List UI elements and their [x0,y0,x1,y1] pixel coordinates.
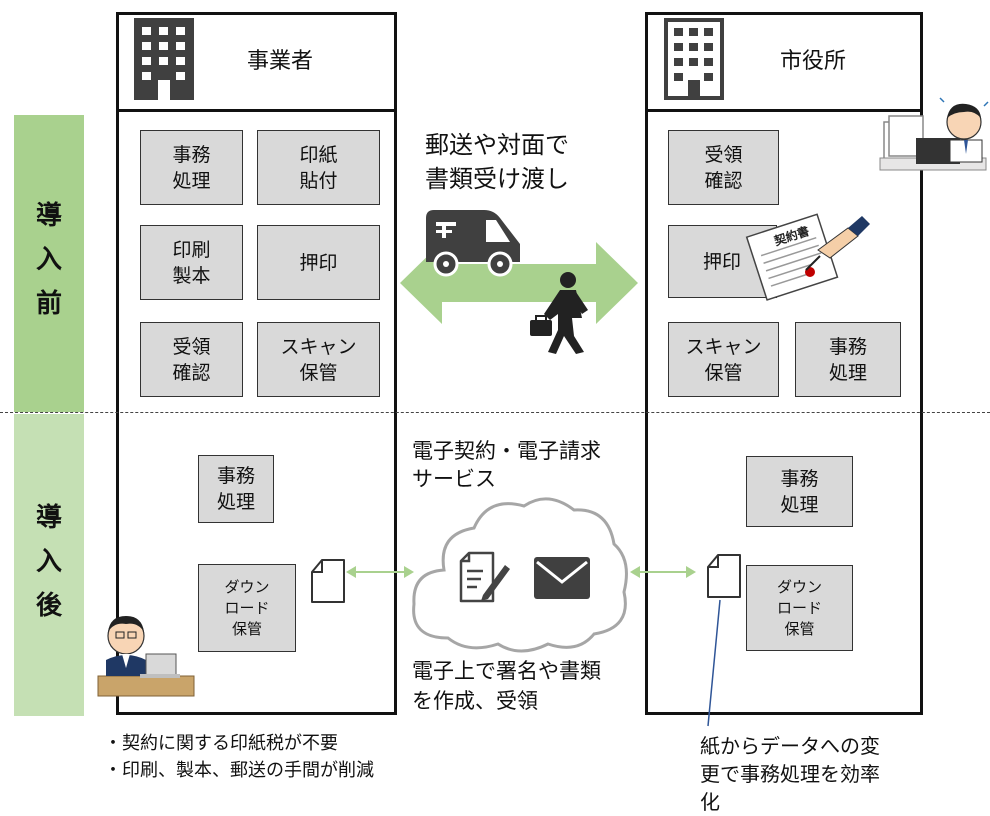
business-task-seal: 押印 [257,225,380,300]
document-icon [311,559,345,603]
pen-document-icon [459,551,510,603]
after-band [14,414,84,716]
city-column [645,12,923,715]
business-title: 事業者 [247,49,314,74]
city-task-office-work: 事務 処理 [795,322,901,397]
phase-label-after: 導入後 [35,503,62,621]
efficiency-note: 紙からデータへの変 更で事務処理を効率 化 [700,734,880,814]
business-header [119,15,394,112]
truck-icon [426,210,520,277]
envelope-icon [534,557,590,599]
right-connector-arrow [630,566,696,578]
phase-label-before: 導入前 [35,201,62,319]
worker-at-laptop-icon [97,616,195,697]
service-label: 電子契約・電子請求 サービス [412,439,601,491]
document-icon [707,554,741,598]
business-column [116,12,397,715]
business-task-scan-store: スキャン 保管 [257,322,380,397]
left-connector-arrow [346,566,414,578]
business-after-download-store: ダウン ロード 保管 [198,564,296,652]
business-task-office-work: 事務 処理 [140,130,243,205]
building-icon [664,18,724,100]
benefit-printing-reduced: ・印刷、製本、郵送の手間が削減 [104,760,374,781]
building-icon [134,18,194,100]
walking-businessman-icon [530,272,588,354]
business-task-print-bind: 印刷 製本 [140,225,243,300]
city-header [648,15,920,112]
exchange-label: 郵送や対面で 書類受け渡し [425,131,569,193]
double-arrow [400,242,638,324]
cloud-caption: 電子上で署名や書類 を作成、受領 [412,659,601,713]
cloud-icon [412,497,628,653]
city-after-download-store: ダウン ロード 保管 [746,565,853,651]
business-task-receipt-confirm: 受領 確認 [140,322,243,397]
phase-divider [0,412,990,413]
signing-contract-icon: 契約書 [745,213,870,301]
business-task-stamp-affix: 印紙 貼付 [257,130,380,205]
stressed-worker-icon [879,97,989,171]
city-title: 市役所 [780,49,847,74]
before-band [14,115,84,412]
callout-line [707,599,721,727]
city-task-receipt-confirm: 受領 確認 [668,130,779,205]
city-after-office-work: 事務 処理 [746,456,853,527]
business-after-office-work: 事務 処理 [198,455,274,523]
city-task-scan-store: スキャン 保管 [668,322,779,397]
benefit-stamp-tax: ・契約に関する印紙税が不要 [104,733,338,754]
